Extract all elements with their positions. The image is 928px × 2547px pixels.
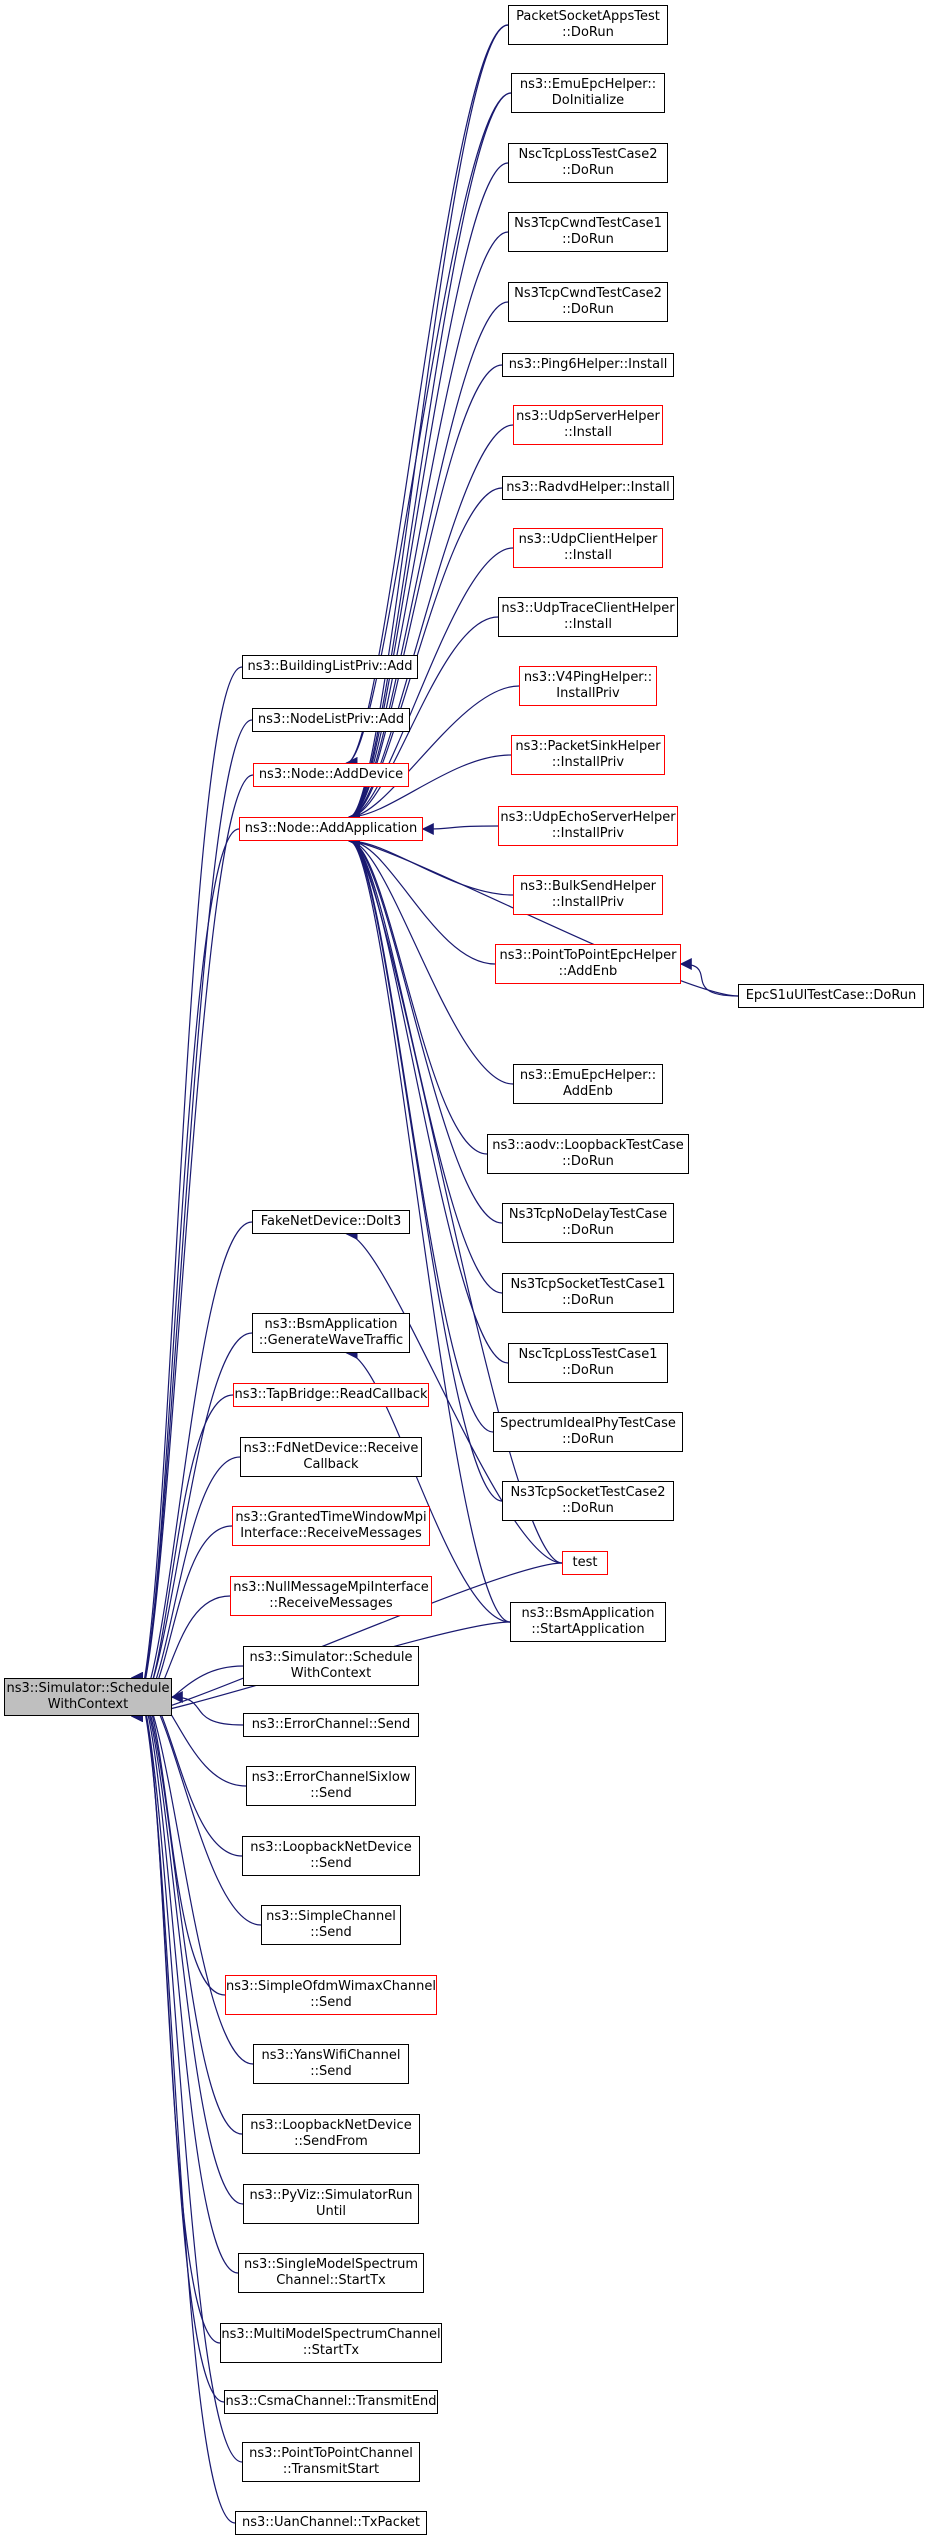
caller-node-node-add-application[interactable]: ns3::Node::AddApplication bbox=[239, 817, 423, 841]
edge-test-to-fake_net_device bbox=[345, 1228, 563, 1564]
edge-node_add_application-to-root bbox=[130, 828, 240, 1722]
caller-node-yans-wifi-send[interactable]: ns3::YansWifiChannel ::Send bbox=[253, 2044, 409, 2084]
edge-csma_transmit_end-to-root bbox=[130, 1672, 225, 2403]
edge-uan_tx-to-root bbox=[130, 1672, 236, 2524]
caller-node-single-model-spectrum[interactable]: ns3::SingleModelSpectrum Channel::StartT… bbox=[238, 2253, 424, 2293]
edge-udp_trace_client-to-node_add_application bbox=[348, 616, 499, 823]
edge-nsc_tcp_loss1-to-node_add_application bbox=[348, 835, 509, 1364]
caller-node-ns3-tcp-cwnd-test-1[interactable]: Ns3TcpCwndTestCase1 ::DoRun bbox=[508, 212, 668, 252]
edge-packet_sink-to-node_add_application bbox=[348, 754, 512, 823]
caller-node-multi-model-spectrum[interactable]: ns3::MultiModelSpectrumChannel ::StartTx bbox=[220, 2323, 442, 2363]
caller-node-loopback-send-from[interactable]: ns3::LoopbackNetDevice ::SendFrom bbox=[242, 2114, 420, 2154]
caller-node-csma-transmit-end[interactable]: ns3::CsmaChannel::TransmitEnd bbox=[224, 2390, 438, 2414]
caller-node-simple-channel-send[interactable]: ns3::SimpleChannel ::Send bbox=[261, 1905, 401, 1945]
caller-node-nsc-tcp-loss-test-2[interactable]: NscTcpLossTestCase2 ::DoRun bbox=[508, 143, 668, 183]
caller-node-udp-trace-client-install[interactable]: ns3::UdpTraceClientHelper ::Install bbox=[498, 597, 678, 637]
caller-node-error-channel-send[interactable]: ns3::ErrorChannel::Send bbox=[243, 1713, 419, 1737]
caller-node-bsm-start-application[interactable]: ns3::BsmApplication ::StartApplication bbox=[510, 1602, 666, 1642]
edge-p2p_transmit_start-to-root bbox=[130, 1672, 243, 2463]
edge-udp_client-to-node_add_application bbox=[348, 547, 514, 823]
edge-test-to-node_add_application bbox=[348, 835, 563, 1564]
caller-node-p2p-transmit-start[interactable]: ns3::PointToPointChannel ::TransmitStart bbox=[242, 2442, 420, 2482]
root-node[interactable]: ns3::Simulator::Schedule WithContext bbox=[4, 1678, 172, 1716]
edge-bsm_start-to-node_add_application bbox=[348, 835, 511, 1623]
caller-node-node-add-device[interactable]: ns3::Node::AddDevice bbox=[253, 763, 409, 787]
caller-node-bulk-send-install-priv[interactable]: ns3::BulkSendHelper ::InstallPriv bbox=[513, 875, 663, 915]
caller-node-test[interactable]: test bbox=[562, 1551, 608, 1575]
caller-node-simple-ofdm-wimax-send[interactable]: ns3::SimpleOfdmWimaxChannel ::Send bbox=[225, 1975, 437, 2015]
edge-epc_s1u-to-p2p_epc_add_enb bbox=[679, 958, 739, 997]
caller-node-aodv-loopback-test[interactable]: ns3::aodv::LoopbackTestCase ::DoRun bbox=[487, 1134, 689, 1174]
caller-node-udp-echo-server-install-priv[interactable]: ns3::UdpEchoServerHelper ::InstallPriv bbox=[498, 806, 678, 846]
edge-single_model-to-root bbox=[130, 1672, 239, 2274]
caller-node-udp-server-install[interactable]: ns3::UdpServerHelper ::Install bbox=[513, 405, 663, 445]
caller-node-building-list-add[interactable]: ns3::BuildingListPriv::Add bbox=[242, 655, 418, 679]
edge-multi_model-to-root bbox=[130, 1672, 221, 2344]
edge-udp_server-to-node_add_application bbox=[348, 424, 514, 823]
edge-error_channel_send-to-root bbox=[170, 1691, 244, 1726]
caller-node-packet-sink-install-priv[interactable]: ns3::PacketSinkHelper ::InstallPriv bbox=[511, 735, 665, 775]
caller-node-ns3-tcp-nodelay-test[interactable]: Ns3TcpNoDelayTestCase ::DoRun bbox=[502, 1203, 674, 1243]
edge-ns3_tcp_nodelay-to-node_add_application bbox=[348, 835, 503, 1224]
edge-radvd-to-node_add_application bbox=[348, 487, 503, 823]
caller-node-node-list-add[interactable]: ns3::NodeListPriv::Add bbox=[252, 708, 410, 732]
edge-v4ping-to-node_add_application bbox=[348, 685, 520, 823]
edge-ping6-to-node_add_application bbox=[348, 364, 503, 823]
caller-node-null-message[interactable]: ns3::NullMessageMpiInterface ::ReceiveMe… bbox=[230, 1576, 432, 1616]
edge-ns3_tcp_socket2-to-node_add_application bbox=[348, 835, 503, 1502]
caller-node-tap-bridge[interactable]: ns3::TapBridge::ReadCallback bbox=[233, 1383, 429, 1407]
caller-node-loopback-send[interactable]: ns3::LoopbackNetDevice ::Send bbox=[242, 1836, 420, 1876]
edge-fake_net_device-to-root bbox=[130, 1221, 253, 1722]
caller-node-packet-socket-apps-test[interactable]: PacketSocketAppsTest ::DoRun bbox=[508, 5, 668, 45]
caller-node-pyviz-simulator-run-until[interactable]: ns3::PyViz::SimulatorRun Until bbox=[243, 2184, 419, 2224]
caller-node-fake-net-device[interactable]: FakeNetDevice::DoIt3 bbox=[252, 1210, 410, 1234]
caller-node-uan-channel-tx-packet[interactable]: ns3::UanChannel::TxPacket bbox=[235, 2511, 427, 2535]
caller-node-udp-client-install[interactable]: ns3::UdpClientHelper ::Install bbox=[513, 528, 663, 568]
edge-building_list_add-to-root bbox=[130, 666, 243, 1722]
caller-node-emu-epc-do-initialize[interactable]: ns3::EmuEpcHelper:: DoInitialize bbox=[511, 73, 665, 113]
caller-node-emu-epc-add-enb[interactable]: ns3::EmuEpcHelper:: AddEnb bbox=[513, 1064, 663, 1104]
caller-node-fd-net-device[interactable]: ns3::FdNetDevice::Receive Callback bbox=[240, 1437, 422, 1477]
caller-node-epc-s1u-ul-test[interactable]: EpcS1uUlTestCase::DoRun bbox=[738, 984, 924, 1008]
caller-node-ns3-tcp-socket-test-1[interactable]: Ns3TcpSocketTestCase1 ::DoRun bbox=[502, 1273, 674, 1313]
edge-bsm_start-to-bsm_generate bbox=[345, 1347, 511, 1623]
caller-node-spectrum-ideal-phy-test[interactable]: SpectrumIdealPhyTestCase ::DoRun bbox=[493, 1412, 683, 1452]
caller-node-v4ping-install-priv[interactable]: ns3::V4PingHelper:: InstallPriv bbox=[519, 666, 657, 706]
edge-aodv_loopback-to-node_add_application bbox=[348, 835, 488, 1155]
caller-node-granted-time-window[interactable]: ns3::GrantedTimeWindowMpi Interface::Rec… bbox=[232, 1506, 430, 1546]
edge-pyviz-to-root bbox=[130, 1672, 244, 2205]
edge-epc_s1u-to-node_add_application bbox=[348, 835, 739, 997]
caller-node-ping6-install[interactable]: ns3::Ping6Helper::Install bbox=[502, 353, 674, 377]
edge-emu_add_enb-to-node_add_application bbox=[348, 835, 514, 1085]
caller-node-ns3-tcp-socket-test-2[interactable]: Ns3TcpSocketTestCase2 ::DoRun bbox=[502, 1481, 674, 1521]
edge-p2p_epc_add_enb-to-node_add_application bbox=[348, 835, 496, 965]
caller-node-p2p-epc-add-enb[interactable]: ns3::PointToPointEpcHelper ::AddEnb bbox=[495, 944, 681, 984]
caller-node-simulator-schedule-with-context[interactable]: ns3::Simulator::Schedule WithContext bbox=[243, 1646, 419, 1686]
edge-ns3_tcp_cwnd2-to-node_add_application bbox=[348, 301, 509, 823]
caller-node-nsc-tcp-loss-test-1[interactable]: NscTcpLossTestCase1 ::DoRun bbox=[508, 1343, 668, 1383]
caller-node-error-channel-sixlow[interactable]: ns3::ErrorChannelSixlow ::Send bbox=[246, 1766, 416, 1806]
edge-node_add_device-to-root bbox=[130, 774, 254, 1722]
edge-udp_echo_server-to-node_add_application bbox=[421, 822, 499, 835]
caller-node-ns3-tcp-cwnd-test-2[interactable]: Ns3TcpCwndTestCase2 ::DoRun bbox=[508, 282, 668, 322]
caller-node-radvd-install[interactable]: ns3::RadvdHelper::Install bbox=[502, 476, 674, 500]
caller-node-bsm-generate-wave-traffic[interactable]: ns3::BsmApplication ::GenerateWaveTraffi… bbox=[252, 1313, 410, 1353]
